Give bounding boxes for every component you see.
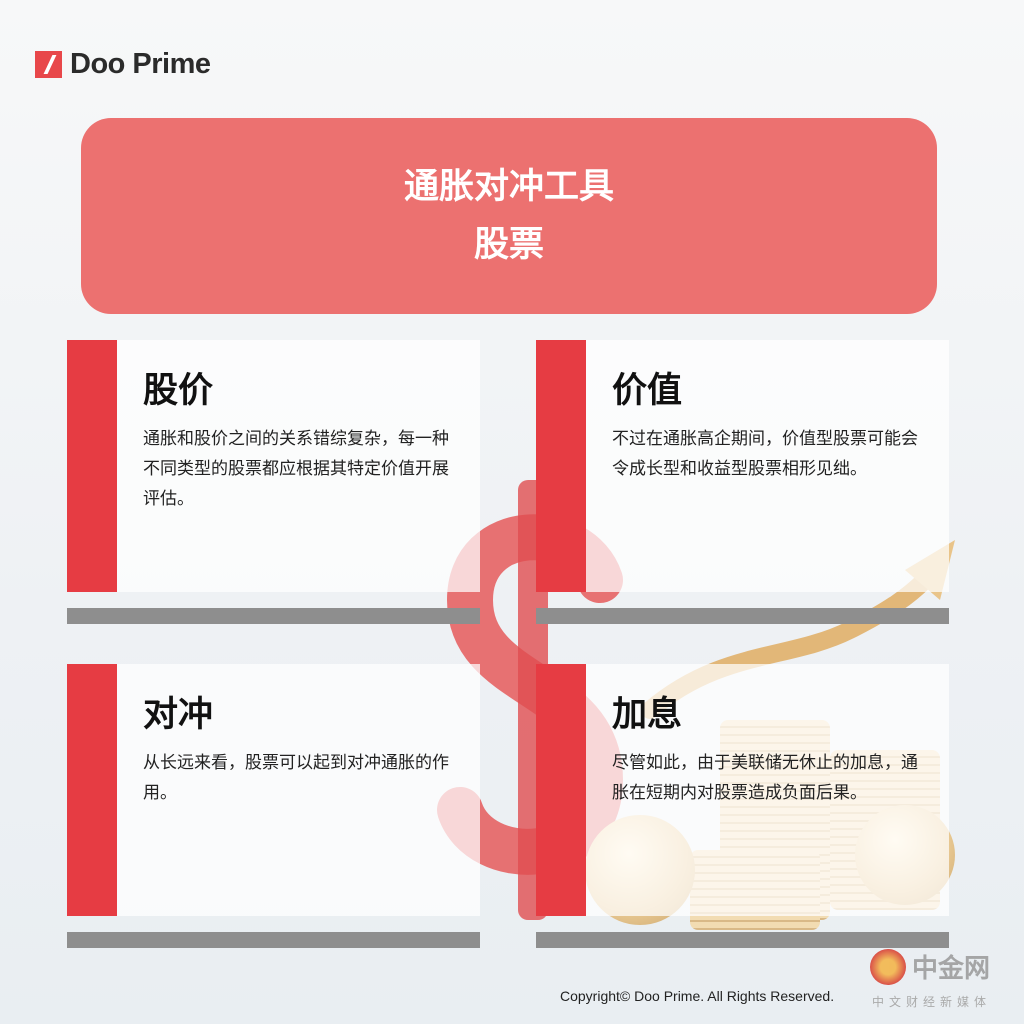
card-value: 价值 不过在通胀高企期间，价值型股票可能会令成长型和收益型股票相形见绌。 [536, 340, 949, 592]
card-shadow-bar [536, 608, 949, 624]
copyright-text: Copyright© Doo Prime. All Rights Reserve… [560, 988, 835, 1004]
watermark-logo-icon [870, 948, 906, 985]
watermark: 中金网 [870, 948, 990, 985]
card-title: 股价 [143, 371, 214, 411]
card-hedge: 对冲 从长远来看，股票可以起到对冲通胀的作用。 [67, 664, 480, 916]
watermark-subtitle: 中文财经新媒体 [872, 995, 992, 1009]
title-banner: 通胀对冲工具 股票 [81, 118, 937, 314]
card-stock-price: 股价 通胀和股价之间的关系错综复杂，每一种不同类型的股票都应根据其特定价值开展评… [67, 340, 480, 592]
doo-prime-logo: Doo Prime [35, 48, 211, 81]
card-title: 加息 [612, 695, 683, 735]
card-title: 价值 [612, 371, 683, 411]
card-shadow-bar [67, 932, 480, 948]
title-line-1: 通胀对冲工具 [403, 167, 614, 207]
card-rate-hike: 加息 尽管如此，由于美联储无休止的加息，通胀在短期内对股票造成负面后果。 [536, 664, 949, 916]
logo-icon [35, 51, 62, 78]
card-accent-strip [536, 340, 586, 592]
card-body: 通胀和股价之间的关系错综复杂，每一种不同类型的股票都应根据其特定价值开展评估。 [143, 429, 449, 509]
card-body: 尽管如此，由于美联储无休止的加息，通胀在短期内对股票造成负面后果。 [612, 753, 918, 803]
card-accent-strip [536, 664, 586, 916]
card-accent-strip [67, 340, 117, 592]
logo-text: Doo Prime [70, 48, 211, 80]
card-shadow-bar [67, 608, 480, 624]
title-line-2: 股票 [473, 225, 544, 265]
card-title: 对冲 [143, 695, 214, 735]
card-body: 从长远来看，股票可以起到对冲通胀的作用。 [143, 753, 449, 803]
card-shadow-bar [536, 932, 949, 948]
card-body: 不过在通胀高企期间，价值型股票可能会令成长型和收益型股票相形见绌。 [612, 429, 918, 479]
watermark-name: 中金网 [912, 954, 991, 984]
card-accent-strip [67, 664, 117, 916]
